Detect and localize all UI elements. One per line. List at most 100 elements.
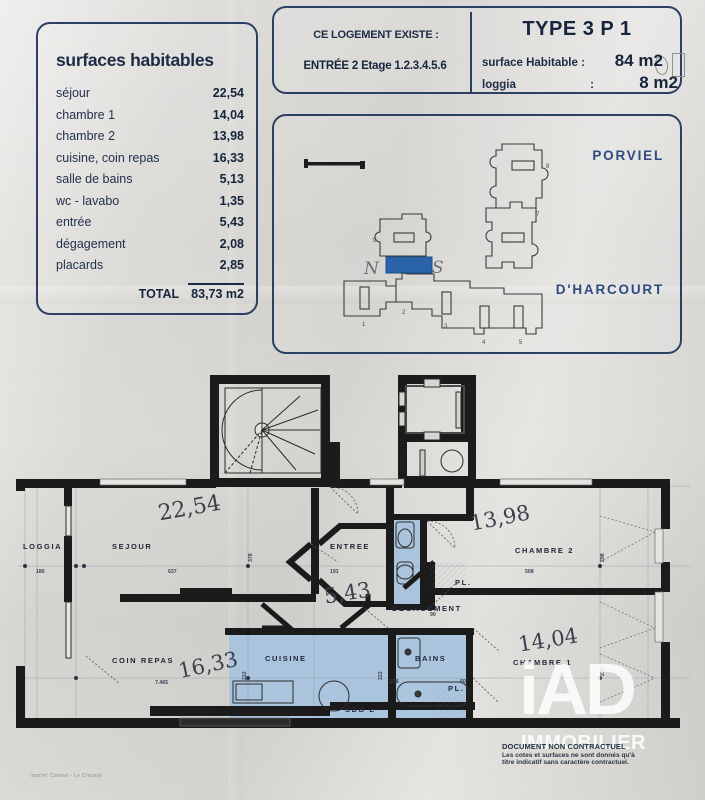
surfaces-title: surfaces habitables — [56, 50, 214, 70]
dimension-label: 508 — [525, 569, 534, 575]
handwritten-rect-mark — [672, 53, 685, 77]
room-label: CUISINE — [265, 654, 307, 663]
site-building-8-7 — [485, 143, 549, 269]
floor-plan: LOGGIA SEJOUR ENTREE CHAMBRE 2 COIN REPAS CUI… — [0, 366, 705, 800]
dimension-label: 60 — [460, 679, 466, 685]
surface-row-value: 13,98 — [212, 129, 244, 143]
vertical-dimension-label: 210 — [600, 667, 606, 676]
svg-text:4: 4 — [482, 340, 486, 346]
site-building-numbers: 9 8 7 1 2 3 4 5 — [362, 164, 550, 346]
svg-text:9: 9 — [373, 238, 377, 244]
entrance-floor-label: ENTRÉE 2 Etage 1.2.3.4.5.6 — [303, 60, 447, 72]
loggia-surface-row: loggia : 8 m2 — [482, 73, 678, 93]
surface-row: wc - lavabo 1,35 — [56, 194, 244, 216]
closet-areas — [430, 562, 466, 718]
surface-row: placards 2,85 — [56, 258, 244, 280]
thin-walls — [65, 378, 470, 712]
logement-exists-label: CE LOGEMENT EXISTE : — [313, 29, 439, 41]
surface-row: chambre 1 14,04 — [56, 108, 244, 130]
dimension-label: 7.465 — [155, 680, 168, 686]
habitable-surface-value: 84 m2 — [614, 51, 663, 70]
loggia-colon: : — [590, 79, 594, 91]
room-label: LOGGIA — [23, 542, 63, 551]
street-label-harcourt: D'HARCOURT — [555, 282, 664, 297]
surface-row-name: cuisine, coin repas — [56, 150, 160, 165]
disclaimer-title: DOCUMENT NON CONTRACTUEL — [502, 742, 626, 751]
room-label: ENTREE — [330, 542, 371, 551]
surface-row-value: 22,54 — [212, 86, 244, 100]
habitable-surface-row: surface Habitable : 84 m2 — [482, 51, 678, 71]
surface-row: chambre 2 13,98 — [56, 129, 244, 151]
site-building-9 — [374, 213, 432, 257]
surface-row: cuisine, coin repas 16,33 — [56, 151, 244, 173]
surface-row-value: 5,43 — [219, 215, 244, 229]
room-label: CHAMBRE 1 — [513, 658, 572, 667]
surface-row-name: placards — [56, 258, 104, 272]
surface-row-name: entrée — [56, 215, 92, 229]
room-label: BAINS — [415, 654, 447, 663]
header-info-panel: CE LOGEMENT EXISTE : ENTRÉE 2 Etage 1.2.… — [272, 6, 685, 94]
vertical-dimension-label: 298 — [600, 553, 606, 562]
dimension-label: 637 — [168, 569, 177, 575]
surfaces-total-row: TOTAL 83,73 m2 — [56, 287, 244, 301]
svg-text:3: 3 — [444, 324, 448, 330]
surfaces-total-label: TOTAL — [138, 286, 180, 301]
compass-north-mark: N — [364, 259, 379, 279]
surface-row-value: 16,33 — [212, 150, 244, 165]
surfaces-total-rule — [188, 282, 244, 285]
apartment-type-title: TYPE 3 P 1 — [522, 18, 632, 40]
loggia-surface-value: 8 m2 — [639, 73, 678, 92]
disclaimer-line-3: titre indicatif sans caractère contractu… — [502, 759, 629, 766]
dimension-nodes — [23, 564, 602, 680]
surface-row-name: chambre 2 — [56, 129, 116, 143]
dimension-label: 191 — [330, 569, 339, 575]
compass-south-mark: S — [432, 258, 444, 278]
room-label: COIN REPAS — [112, 656, 175, 665]
site-plan-drawing: 9 8 7 1 2 3 4 5 — [304, 143, 550, 346]
surface-row-name: chambre 1 — [56, 107, 116, 122]
surfaces-total-value: 83,73 m2 — [191, 286, 244, 301]
dimension-label: 90 — [430, 612, 436, 618]
surfaces-panel: surfaces habitables séjour 22,54 chambre 1… — [36, 22, 258, 315]
disclaimer-line-2: Les cotes et surfaces ne sont donnés qu'… — [502, 752, 635, 759]
site-buildings-row — [343, 272, 543, 335]
room-label: SDB L — [345, 705, 376, 714]
room-label: SEJOUR — [112, 542, 153, 551]
svg-text:7: 7 — [536, 212, 540, 218]
surface-row-value: 2,85 — [219, 258, 244, 272]
vertical-dimension-label: 378 — [248, 553, 254, 562]
window-openings — [99, 478, 664, 727]
surface-row: entrée 5,43 — [56, 215, 244, 237]
surface-row-name: salle de bains — [56, 172, 133, 186]
dimension-label: 180 — [36, 569, 45, 575]
printer-credit: Imprim' Conseil - Le Creusot — [30, 773, 102, 779]
site-plan-panel: 9 8 7 1 2 3 4 5 N S PORVIEL D'HARCOURT — [272, 114, 682, 354]
svg-text:1: 1 — [362, 322, 366, 328]
street-label-porviel: PORVIEL — [592, 148, 664, 163]
room-label: DEGAGEMENT — [392, 604, 462, 613]
surface-row-value: 1,35 — [219, 193, 244, 208]
surface-row-name: dégagement — [56, 236, 126, 251]
surface-row: séjour 22,54 — [56, 86, 244, 108]
site-highlighted-unit — [385, 256, 433, 274]
surface-row-value: 2,08 — [219, 236, 244, 251]
door-swings — [85, 486, 501, 703]
floor-plan-drawing — [16, 375, 690, 728]
disclaimer-block: DOCUMENT NON CONTRACTUEL Les cotes et su… — [502, 742, 702, 766]
loggia-surface-label: loggia — [482, 79, 516, 91]
svg-text:5: 5 — [519, 340, 523, 346]
surface-row-name: séjour — [56, 86, 91, 100]
surface-row: dégagement 2,08 — [56, 237, 244, 259]
room-label: PL. — [448, 684, 465, 693]
habitable-surface-label: surface Habitable : — [482, 57, 585, 69]
room-label: PL. — [455, 578, 472, 587]
dimension-label: 278 — [390, 679, 399, 685]
vertical-dimension-label: 222 — [378, 671, 384, 680]
svg-text:2: 2 — [402, 310, 406, 316]
surface-row-name: wc - lavabo — [56, 193, 120, 208]
surface-row-value: 14,04 — [212, 107, 244, 122]
site-scale-bar — [304, 159, 365, 169]
room-label: CHAMBRE 2 — [515, 546, 574, 555]
